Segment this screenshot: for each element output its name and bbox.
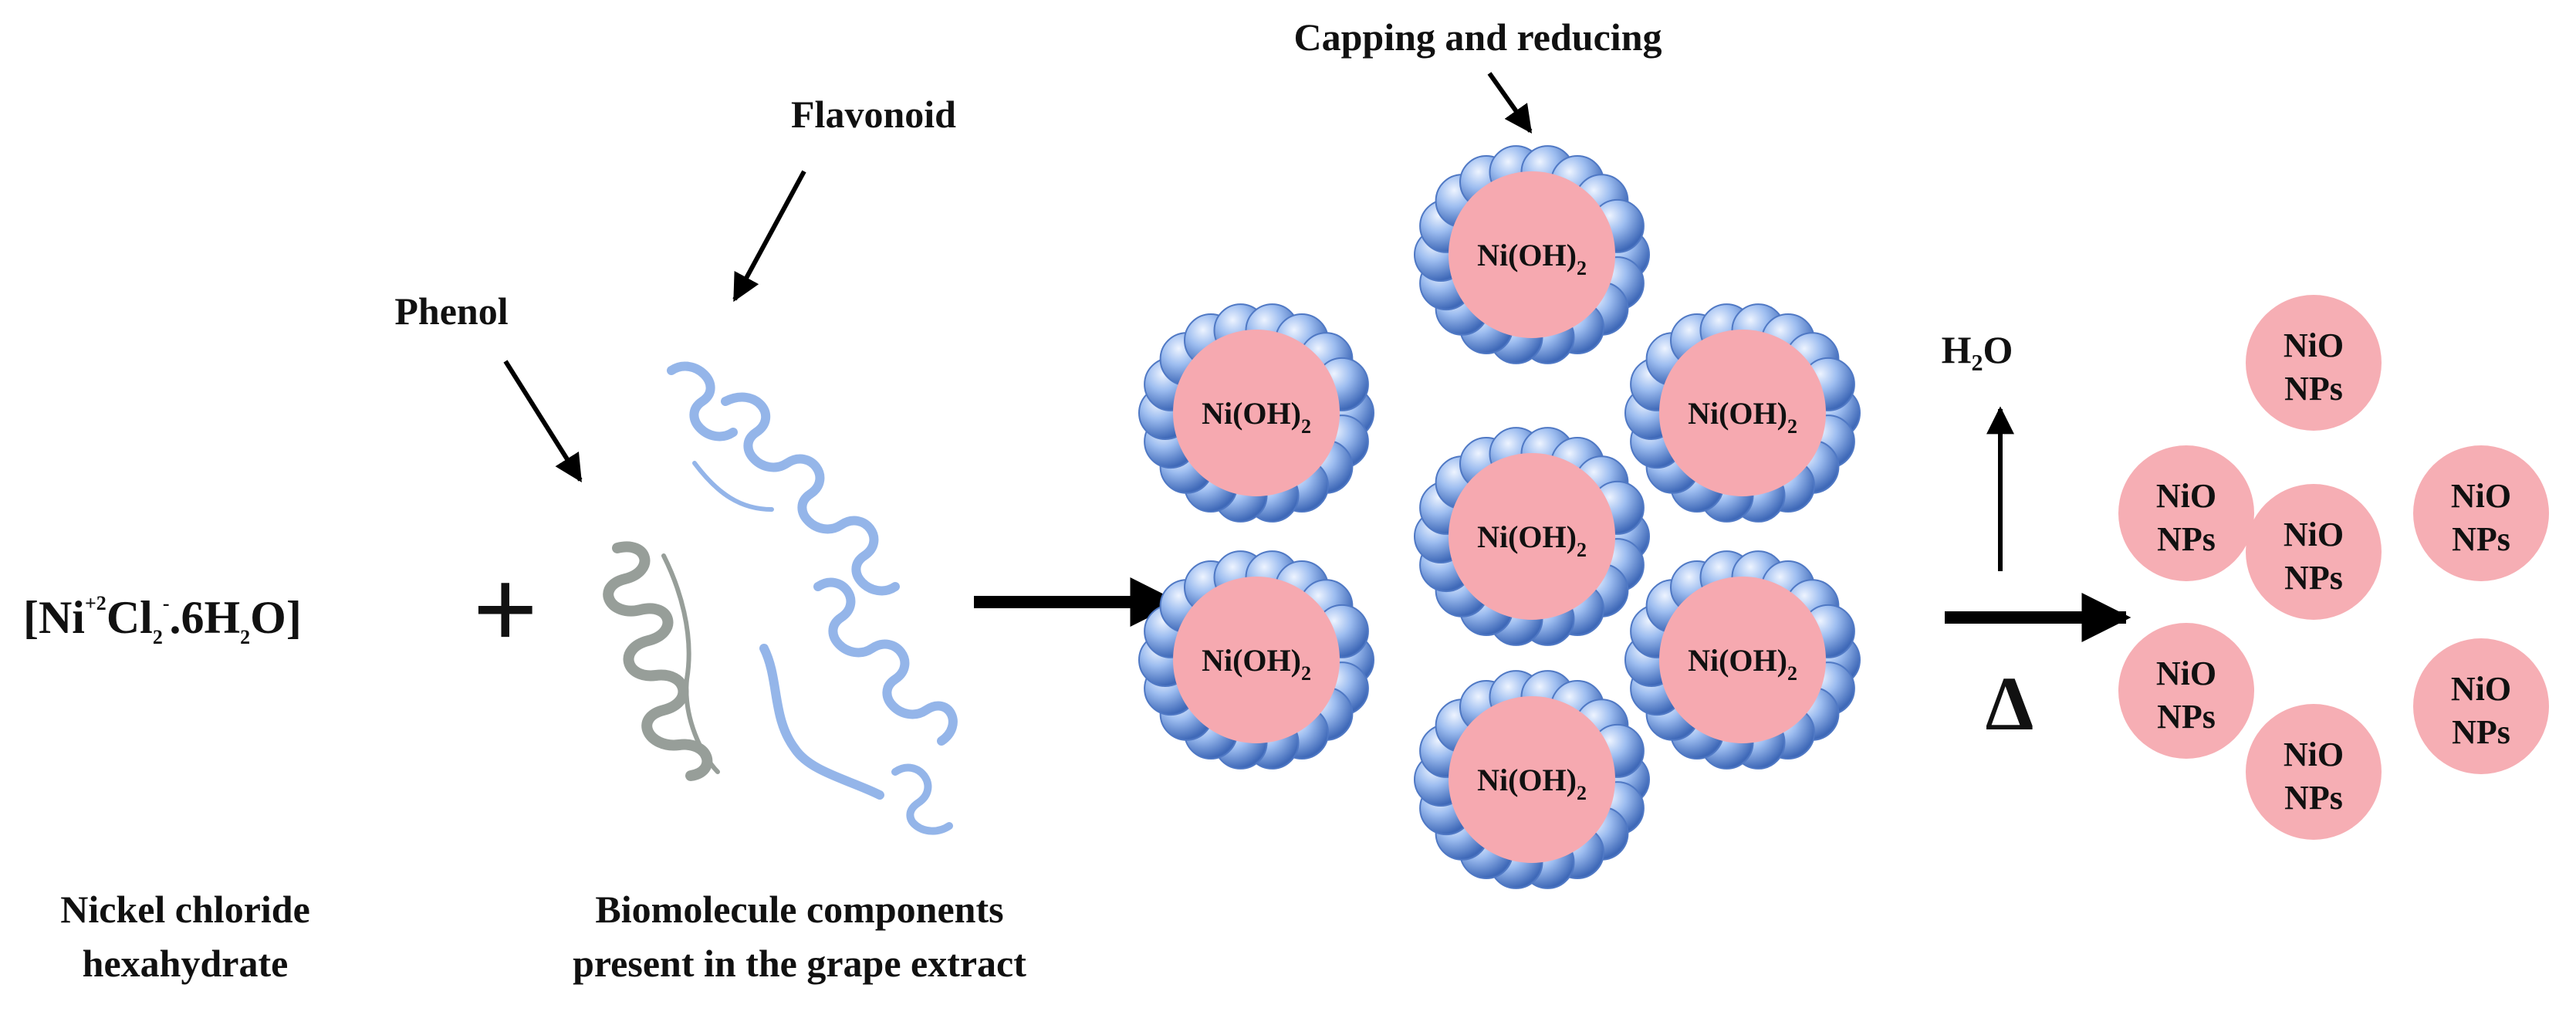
nps-label: NPs (2284, 370, 2343, 408)
nickel-hydroxide-cluster: Ni(OH)2 (1138, 550, 1374, 770)
nio-nanoparticle: NiO NPs (2246, 704, 2382, 840)
nickel-hydroxide-label: Ni(OH)2 (1688, 643, 1797, 685)
reactant-name-line2: hexahydrate (83, 942, 289, 985)
nio-particle-circle (2118, 623, 2254, 759)
nickel-hydroxide-cluster: Ni(OH)2 (1624, 550, 1861, 770)
nickel-hydroxide-core (1449, 696, 1615, 863)
plus-sign: + (472, 546, 538, 674)
heat-symbol: Δ (1986, 661, 2034, 746)
phenol-structure (603, 541, 720, 781)
nio-particle-circle (2118, 445, 2254, 581)
nps-label: NPs (2452, 713, 2510, 751)
nio-particle-circle (2246, 704, 2382, 840)
water-label: H₂O (1942, 328, 2013, 371)
phenol-label: Phenol (394, 289, 508, 333)
nickel-hydroxide-label: Ni(OH)2 (1202, 643, 1311, 685)
nio-label: NiO (2284, 326, 2344, 364)
capping-pointer-arrow (1487, 72, 1533, 134)
nio-particle-circle (2246, 295, 2382, 431)
nio-label: NiO (2284, 736, 2344, 773)
nio-nanoparticle: NiO NPs (2118, 445, 2254, 581)
nickel-hydroxide-label: Ni(OH)2 (1688, 396, 1797, 438)
biomolecule-caption-line1: Biomolecule components (595, 888, 1003, 931)
reactant-name-line1: Nickel chloride (60, 888, 310, 931)
nio-particle-circle (2413, 638, 2549, 774)
nickel-hydroxide-core (1449, 453, 1615, 620)
phenol-pointer-arrow (503, 360, 583, 483)
nickel-hydroxide-label: Ni(OH)2 (1477, 763, 1587, 804)
nio-nanoparticle: NiO NPs (2246, 484, 2382, 620)
biomolecule-caption-line2: present in the grape extract (573, 942, 1026, 985)
reactant-formula: [Ni+2Cl2-.6H2O] (23, 592, 302, 648)
nio-label: NiO (2451, 670, 2511, 708)
nickel-hydroxide-cluster: Ni(OH)2 (1138, 303, 1374, 523)
nickel-hydroxide-cluster: Ni(OH)2 (1414, 145, 1650, 364)
nio-nanoparticle: NiO NPs (2118, 623, 2254, 759)
nickel-hydroxide-core (1659, 577, 1826, 743)
nickel-hydroxide-cluster: Ni(OH)2 (1414, 670, 1650, 889)
nickel-hydroxide-core (1449, 171, 1615, 338)
nio-nanoparticles: NiONPsNiONPsNiONPsNiONPsNiONPsNiONPsNiON… (2118, 295, 2549, 840)
nickel-hydroxide-cluster: Ni(OH)2 (1624, 303, 1861, 523)
nio-nanoparticle: NiO NPs (2246, 295, 2382, 431)
nickel-hydroxide-core (1173, 330, 1340, 496)
flavonoid-pointer-arrow (732, 170, 806, 303)
nio-label: NiO (2451, 477, 2511, 515)
nps-label: NPs (2284, 779, 2343, 817)
nps-label: NPs (2452, 520, 2510, 558)
nps-label: NPs (2284, 559, 2343, 597)
nio-label: NiO (2156, 477, 2216, 515)
biomolecule-illustration (603, 361, 958, 835)
nickel-hydroxide-label: Ni(OH)2 (1477, 519, 1587, 561)
nickel-hydroxide-label: Ni(OH)2 (1477, 238, 1587, 279)
nps-label: NPs (2157, 520, 2216, 558)
nio-label: NiO (2284, 516, 2344, 553)
nio-nanoparticle: NiO NPs (2413, 638, 2549, 774)
flavonoid-label: Flavonoid (791, 93, 956, 136)
nps-label: NPs (2157, 698, 2216, 736)
nickel-hydroxide-core (1173, 577, 1340, 743)
capping-label: Capping and reducing (1293, 15, 1662, 59)
flavonoid-structure (667, 361, 958, 835)
nio-particle-circle (2413, 445, 2549, 581)
nio-label: NiO (2156, 655, 2216, 692)
nio-nanoparticle: NiO NPs (2413, 445, 2549, 581)
nickel-hydroxide-cluster: Ni(OH)2 (1414, 427, 1650, 646)
nio-particle-circle (2246, 484, 2382, 620)
nickel-hydroxide-label: Ni(OH)2 (1202, 396, 1311, 438)
nickel-hydroxide-core (1659, 330, 1826, 496)
